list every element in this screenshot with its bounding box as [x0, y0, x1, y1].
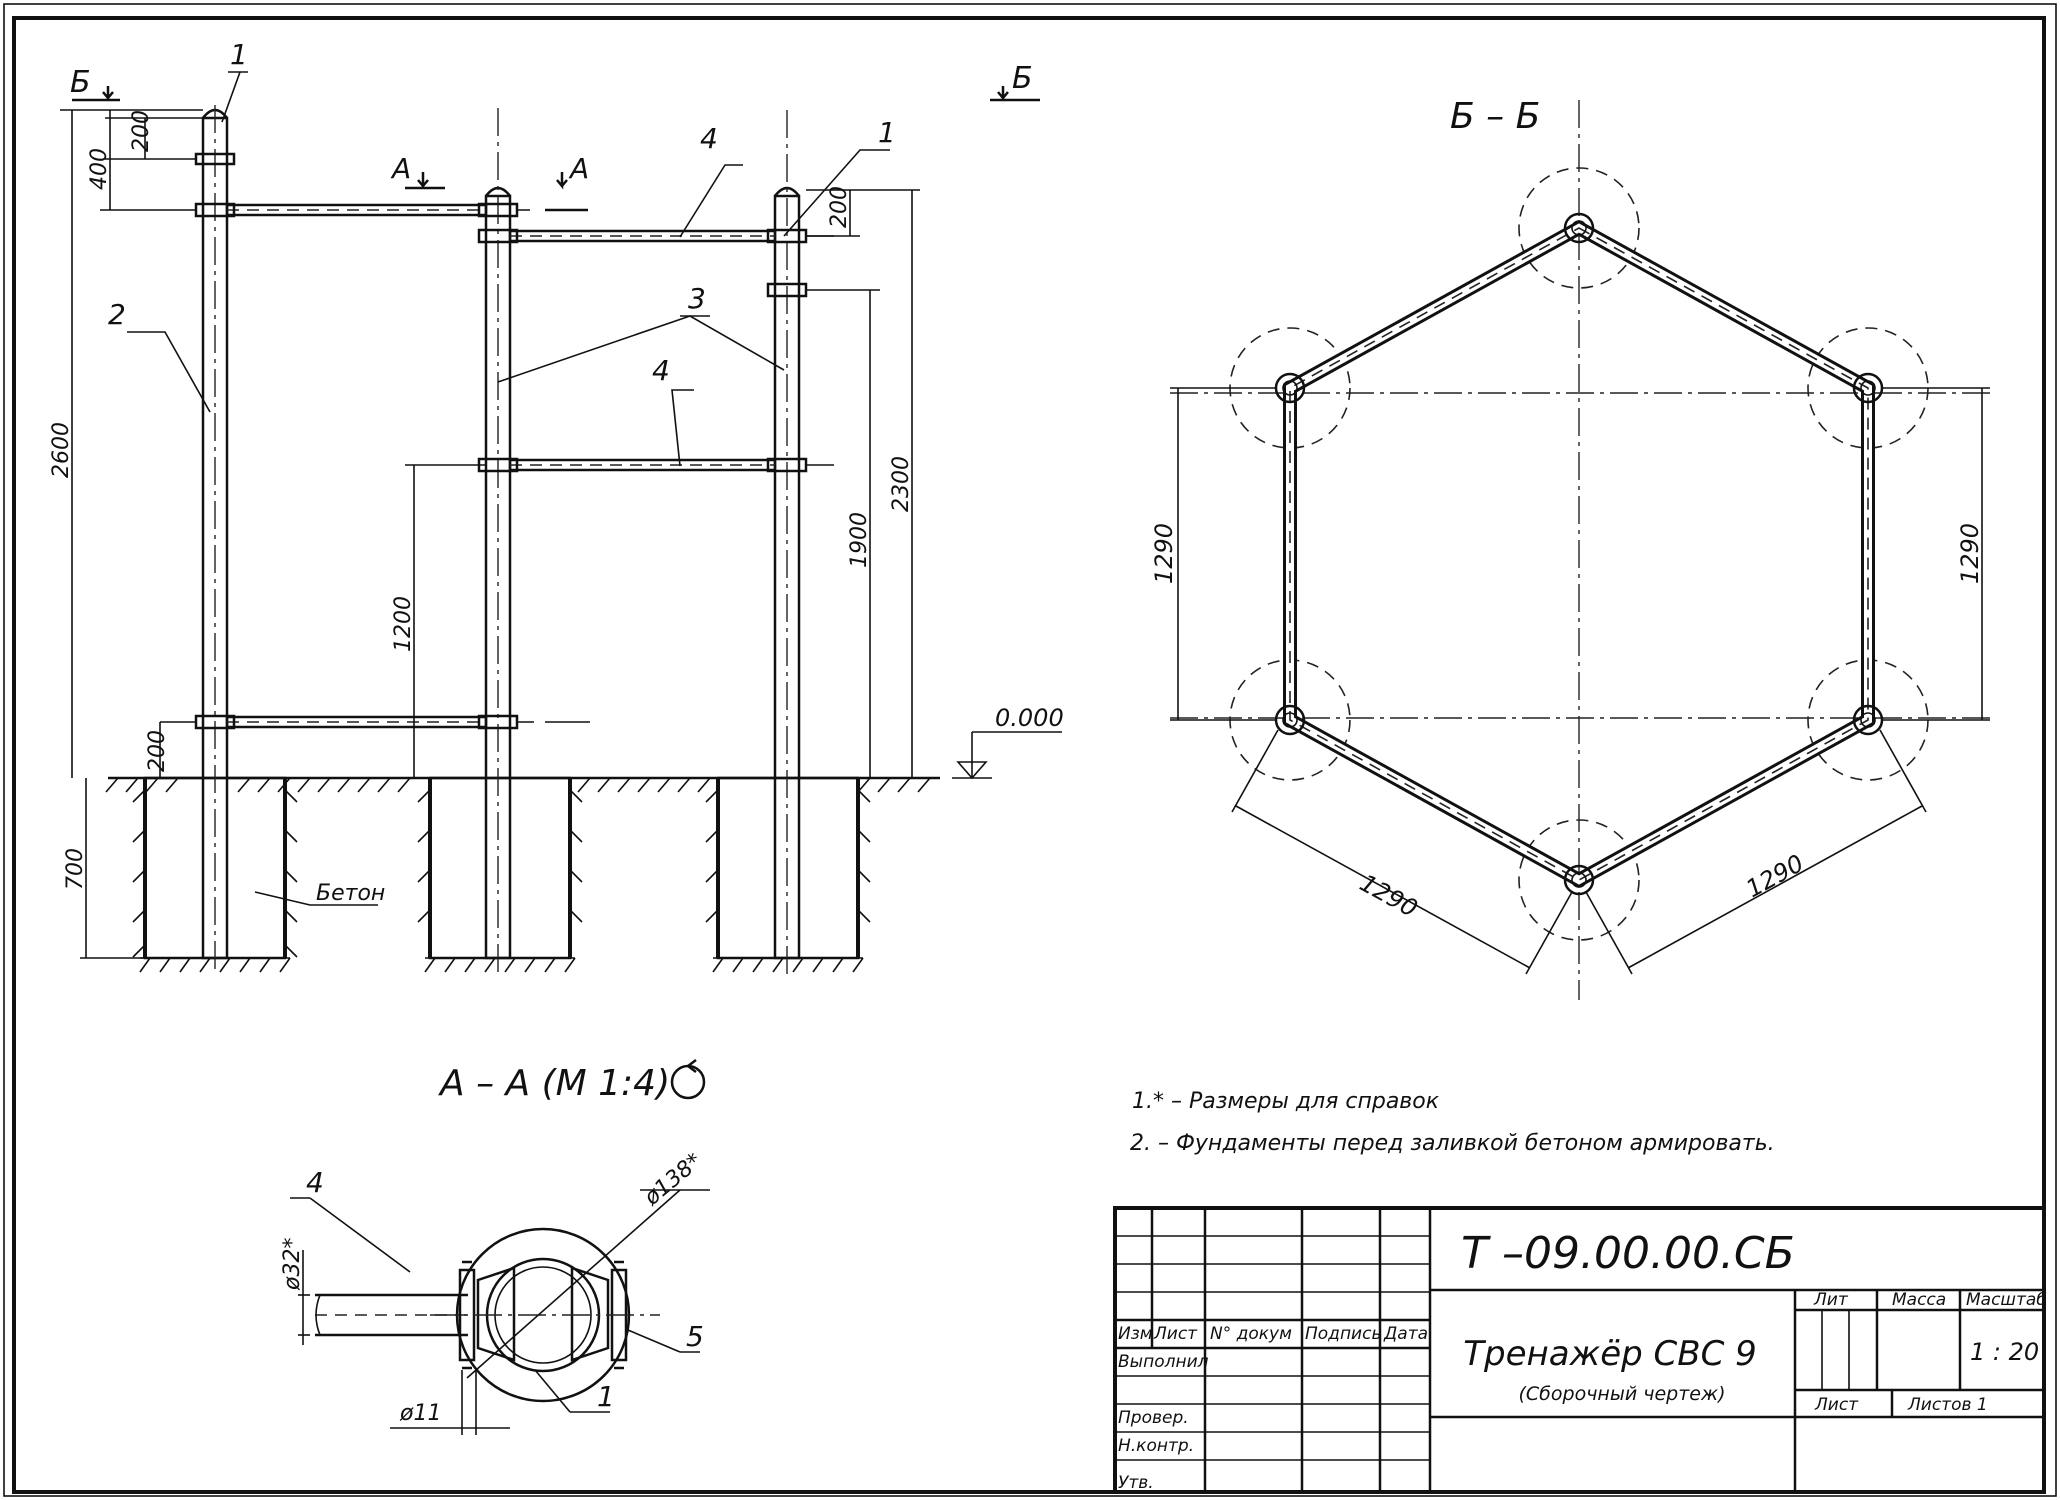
- crossbar-left-top: [225, 203, 488, 217]
- section-aa-view: А – А (М 1:4): [280, 1059, 710, 1435]
- callout-3: 3: [688, 282, 706, 315]
- tb-sheet-label: Лист: [1814, 1395, 1859, 1415]
- section-callout-4: 4: [306, 1166, 324, 1199]
- tb-role-vypolnil: Выполнил: [1118, 1352, 1209, 1372]
- crossbar-right-top: [508, 229, 777, 243]
- tb-masshtab: Масштаб: [1966, 1290, 2047, 1310]
- plan-dim-right: 1290: [1956, 523, 1984, 584]
- level-zero-label: 0.000: [995, 704, 1064, 732]
- dimension-1200: [405, 464, 486, 778]
- sheet-inner-frame: [12, 16, 2046, 1494]
- section-a-markers: А А: [390, 152, 589, 212]
- section-b-markers: Б Б: [70, 61, 1040, 102]
- section-callout-1: 1: [597, 1380, 615, 1413]
- plan-dim-left: 1290: [1150, 523, 1178, 584]
- plan-title: Б – Б: [1450, 96, 1540, 137]
- section-dimensions: [290, 1189, 710, 1435]
- section-aa-title: А – А (М 1:4): [438, 1063, 670, 1104]
- section-a-right-label: А: [568, 152, 589, 185]
- dimensions-elevation-left: [60, 109, 203, 959]
- dim-1900: 1900: [847, 512, 872, 568]
- post-middle: [484, 108, 512, 975]
- dim-2300: 2300: [889, 456, 914, 512]
- tb-header-podpis: Подпись: [1305, 1324, 1381, 1344]
- tb-scale: 1 : 20: [1970, 1338, 2039, 1366]
- callout-4-middle: 4: [652, 354, 670, 387]
- tb-product-subtitle: (Сборочный чертеж): [1518, 1383, 1725, 1405]
- foundation-middle: [417, 776, 583, 973]
- crossbar-right-middle: [508, 458, 777, 472]
- tb-role-nkontr: Н.контр.: [1118, 1436, 1194, 1456]
- clamps: [194, 152, 808, 730]
- tb-doc-number: Т –09.00.00.СБ: [1461, 1228, 1795, 1279]
- dim-2600: 2600: [49, 422, 74, 478]
- plan-dim-bottom-right: 1290: [1741, 849, 1808, 903]
- tb-product-name: Тренажёр СВС 9: [1463, 1334, 1757, 1374]
- dim-400: 400: [87, 148, 112, 190]
- plan-view: Б – Б: [1150, 96, 1990, 1000]
- tb-role-utv: Утв.: [1118, 1473, 1154, 1493]
- section-callout-5: 5: [686, 1320, 704, 1353]
- callout-4-top: 4: [700, 122, 718, 155]
- plan-posts: [1274, 212, 1884, 896]
- tb-header-data: Дата: [1383, 1324, 1428, 1344]
- note-1: 1.* – Размеры для справок: [1132, 1089, 1440, 1114]
- dim-200-right: 200: [827, 186, 852, 228]
- sheet-outer-border: [3, 3, 2057, 1497]
- tb-lit: Лит: [1813, 1290, 1849, 1310]
- callout-1-right: 1: [878, 116, 896, 149]
- dimensions-elevation-right: [806, 189, 920, 778]
- tb-massa: Масса: [1892, 1290, 1946, 1310]
- tb-header-izm: Изм: [1118, 1324, 1153, 1344]
- dim-1200: 1200: [391, 596, 416, 652]
- callout-2: 2: [108, 298, 126, 331]
- dim-200-bottom: 200: [145, 730, 170, 772]
- concrete-label: Бетон: [316, 881, 385, 906]
- foundation-right: [705, 776, 871, 973]
- crossbar-left-bottom: [225, 715, 488, 729]
- plan-dimensions: [1170, 387, 1990, 975]
- plan-dim-bottom-left: 1290: [1355, 869, 1422, 923]
- rotation-symbol: [670, 1059, 706, 1100]
- ground-line: [105, 776, 940, 793]
- notes: 1.* – Размеры для справок 2. – Фундамент…: [1130, 1089, 1775, 1156]
- tb-header-list: Лист: [1153, 1324, 1198, 1344]
- section-a-left-label: А: [390, 152, 411, 185]
- post-left: [201, 105, 229, 975]
- elevation-view: Б Б А А 200 400 2600: [49, 38, 1064, 975]
- hexagon-frame: [1283, 219, 1875, 889]
- note-2: 2. – Фундаменты перед заливкой бетоном а…: [1130, 1131, 1775, 1156]
- dim-d138: ø138*: [639, 1149, 707, 1212]
- post-right: [773, 110, 801, 975]
- tb-role-prover: Провер.: [1118, 1408, 1189, 1428]
- tb-header-n-dokum: N° докум: [1210, 1324, 1292, 1344]
- section-clamp-ring: [430, 1227, 660, 1403]
- dim-d11: ø11: [399, 1401, 441, 1426]
- section-b-right-label: Б: [1012, 61, 1033, 96]
- tb-sheets-label: Листов 1: [1907, 1395, 1988, 1415]
- dim-700: 700: [63, 848, 88, 890]
- callout-leaders: [127, 71, 890, 467]
- level-mark: [952, 731, 1062, 780]
- dim-d32: ø32*: [280, 1238, 305, 1291]
- section-b-left-label: Б: [70, 65, 91, 100]
- callout-1-left: 1: [230, 38, 248, 71]
- dim-200-top: 200: [129, 110, 154, 152]
- title-block: Изм Лист N° докум Подпись Дата Выполнил …: [1113, 1206, 2047, 1494]
